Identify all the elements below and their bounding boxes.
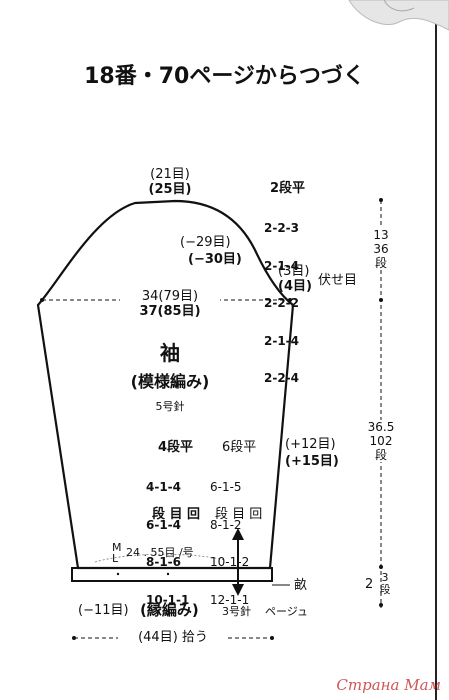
- size-m-marker: M: [112, 541, 122, 554]
- pattern-stitch-label: (模様編み): [130, 372, 210, 391]
- bind-off-count-l: (4目): [278, 279, 312, 294]
- increase-left-header: 4段平: [158, 440, 194, 455]
- cap-height-unit: 段: [367, 256, 395, 270]
- bind-off-count-m: (3目): [278, 264, 310, 279]
- cap-height-measure: 13 36 段: [367, 228, 395, 270]
- rib-height-measure: 3 段: [375, 572, 395, 596]
- increase-total-l: (+15目): [285, 454, 339, 469]
- sleeve-width-l: 37(85目): [139, 304, 201, 319]
- cap-height-rows: 36: [367, 242, 395, 256]
- increase-legend: 段 目 回: [152, 507, 201, 522]
- increase-legend-right: 段 目 回: [215, 507, 263, 522]
- increase-right-row: 6-1-5: [210, 480, 242, 494]
- site-watermark: Страна Мам: [336, 676, 441, 694]
- direction-arrow-head: [232, 528, 244, 540]
- cap-shaping-row: 2-2-4: [264, 371, 300, 385]
- increase-right-row: 12-1-1: [210, 592, 250, 607]
- rib-height-unit: 段: [379, 583, 391, 596]
- page-edge-line: [435, 0, 437, 700]
- rib-height-rows: 3: [381, 571, 389, 584]
- increase-right-row: 10-1-2: [210, 555, 250, 569]
- body-height-measure: 36.5 102 段: [362, 420, 400, 462]
- ribbing-note: 畝: [294, 578, 308, 593]
- cap-top-count-m: (21目): [150, 167, 190, 182]
- body-height-unit: 段: [362, 448, 400, 462]
- increase-right-header: 6段平: [222, 440, 257, 455]
- sleeve-outline: [36, 199, 295, 570]
- body-height-rows: 102: [362, 434, 400, 448]
- body-height-cm: 36.5: [362, 420, 400, 434]
- increase-left-rows: 4-1-4 6-1-4 8-1-6 10-1-1: [146, 456, 189, 619]
- cuff-measure: 24 . 55目 /号: [126, 546, 194, 559]
- cap-shaping-row: 2-2-3: [264, 221, 300, 235]
- increase-left-row: 6-1-4: [146, 517, 182, 532]
- ribbing-band: [71, 567, 273, 582]
- cap-shaping-header: 2段平: [270, 181, 306, 196]
- bind-off-label: 伏せ目: [318, 273, 358, 288]
- increase-right-row: 8-1-2: [210, 517, 242, 532]
- sleeve-width-m: 34(79目): [120, 290, 220, 304]
- size-l-marker: L: [112, 552, 119, 565]
- increase-right-rows: 6-1-5 8-1-2 10-1-2 12-1-1: [210, 456, 249, 619]
- cast-on-label: (44目) 拾う: [118, 631, 228, 645]
- cap-shaping-row: 2-2-2: [264, 296, 300, 310]
- ribbing-needle: 3号針: [222, 605, 251, 618]
- increase-left-row: 4-1-4: [146, 480, 182, 494]
- cap-top-count-l: (25目): [148, 182, 192, 197]
- flower-decoration: [348, 0, 449, 31]
- cap-shaping-row: 2-1-4: [264, 258, 300, 273]
- cap-decrease-m: (−29目): [180, 235, 231, 250]
- increase-left-row: 8-1-6: [146, 555, 182, 569]
- increase-total-m: (+12目): [285, 437, 336, 452]
- cap-height-cm: 13: [367, 228, 395, 242]
- page-reference: ページュ: [265, 605, 309, 618]
- increase-left-row: 10-1-1: [146, 592, 190, 607]
- ribbing-decrease: (−11目): [78, 603, 129, 618]
- cap-decrease-l: (−30目): [188, 252, 242, 267]
- cap-shaping-rows: 2-2-3 2-1-4 2-2-2 2-1-4 2-2-4: [264, 197, 299, 397]
- cuff-arc: [94, 553, 226, 563]
- ribbing-label: (縁編み): [140, 601, 199, 619]
- page-title: 18番・70ページからつづく: [84, 64, 365, 89]
- cap-shaping-row: 2-1-4: [264, 333, 300, 348]
- needle-size-label: 5号針: [155, 400, 185, 413]
- rib-height-cm: 2: [365, 577, 374, 592]
- direction-arrow-down: [232, 584, 244, 596]
- sleeve-title: 袖: [160, 341, 180, 365]
